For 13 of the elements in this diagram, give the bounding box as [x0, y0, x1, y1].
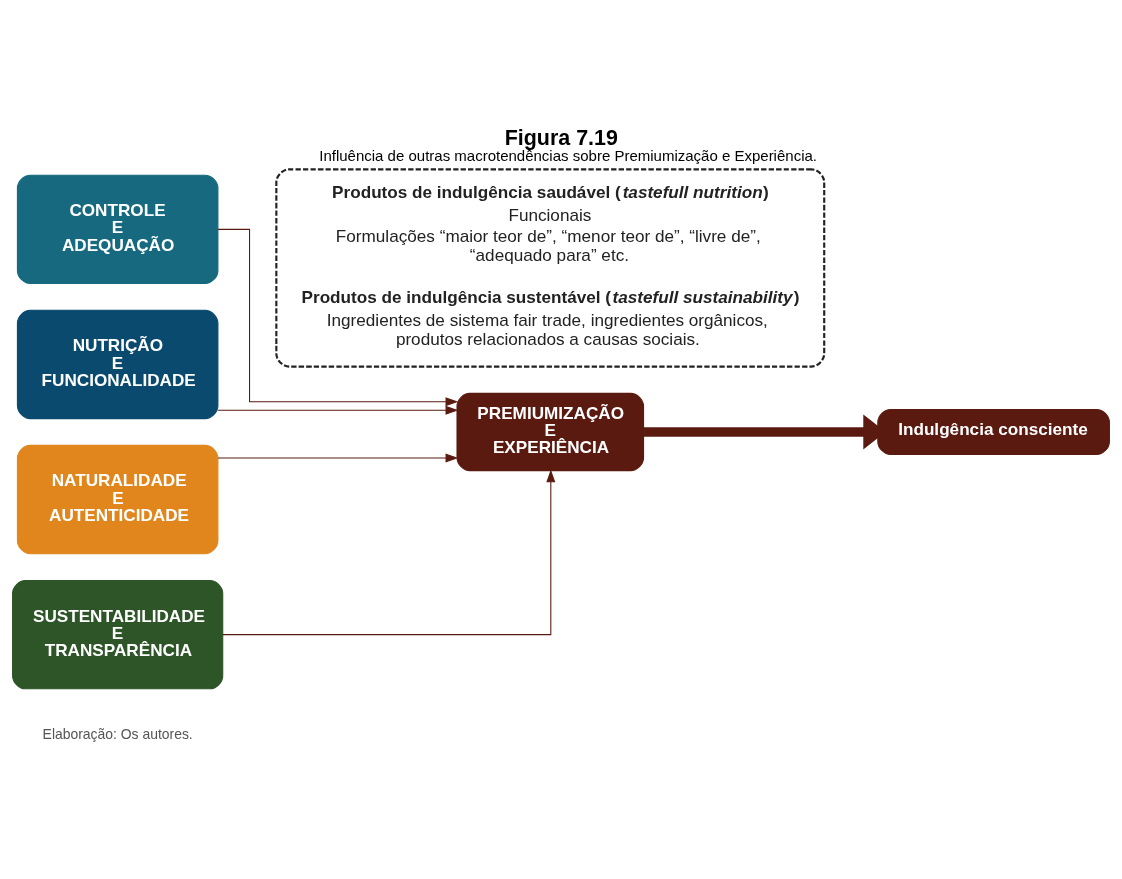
arrow — [217, 228, 459, 407]
node-box: NATURALIDADE E AUTENTICIDADE — [16, 444, 219, 555]
arrow — [217, 405, 459, 415]
diagram-title: Figura 7.19 — [504, 125, 618, 150]
node-box: Produtos de indulgência saudável (tastefull nutrition) Funcionais Formulações “maior teor de”, “menor teor de”, “livre de”, “adequado para” etc. Produtos de indulgência sustentável (tastefull sustainability) Ingredientes de sistema fair trade, ingredientes orgânicos, produtos relacionados a causas sociais. — [275, 168, 826, 368]
arrow — [217, 453, 459, 463]
node-box: NUTRIÇÃO E FUNCIONALIDADE — [16, 309, 219, 420]
node-box: PREMIUMIZAÇÃO E EXPERIÊNCIA — [456, 392, 645, 472]
arrow — [222, 469, 556, 636]
node-box: CONTROLE E ADEQUAÇÃO — [16, 174, 219, 285]
label: Elaboração: Os autores. — [42, 726, 193, 743]
node-box: SUSTENTABILIDADE E TRANSPARÊNCIA — [12, 579, 224, 690]
node-box: Indulgência consciente — [877, 408, 1110, 456]
